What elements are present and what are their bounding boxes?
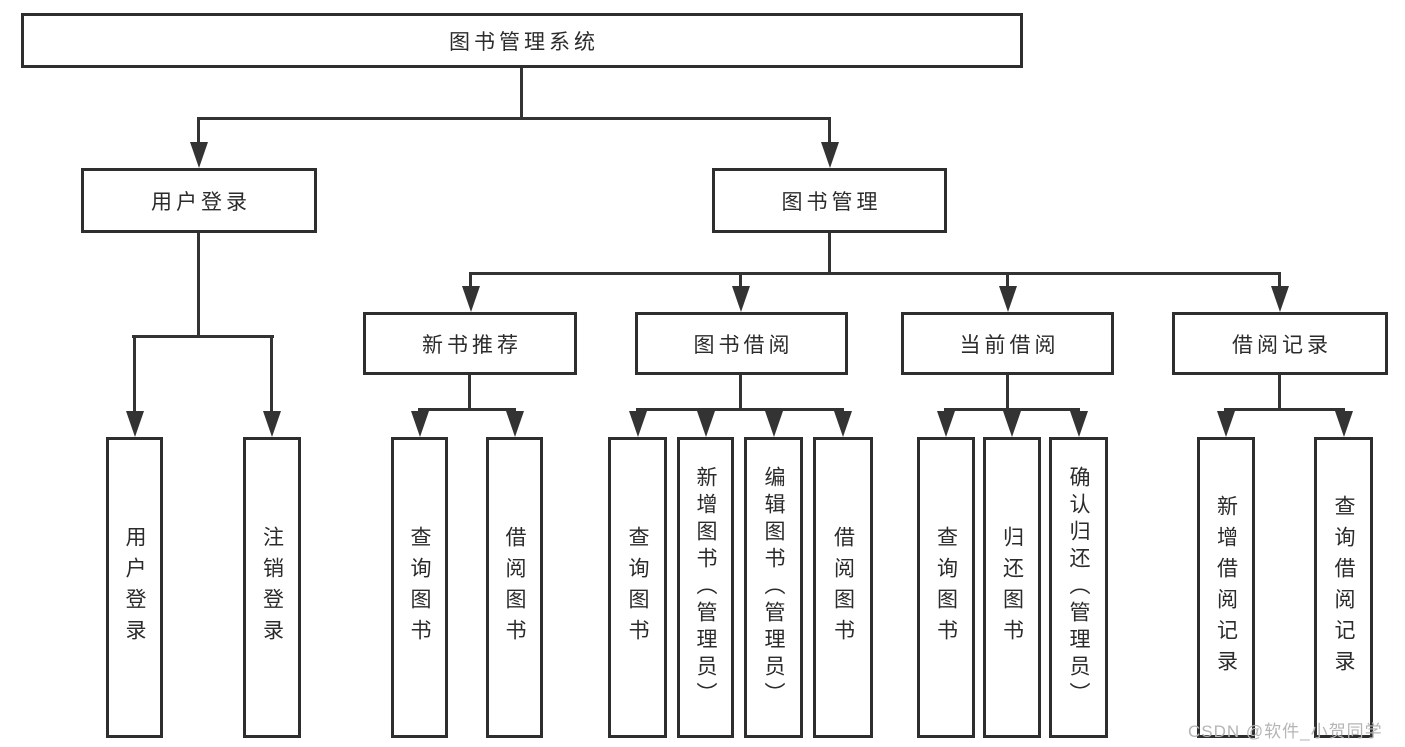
arrow-down-icon: [1217, 411, 1235, 437]
leaf-add-borrow-record: 新增借阅记录: [1197, 437, 1255, 738]
node-borrowing-records: 借阅记录: [1172, 312, 1388, 375]
leaf-query-borrow-record-label: 查询借阅记录: [1332, 494, 1355, 681]
connector-leaf-rail: [1224, 408, 1345, 411]
node-borrowing-records-label: 借阅记录: [1232, 333, 1332, 357]
connector-drop-leaf: [270, 335, 273, 413]
leaf-query-books-1: 查询图书: [391, 437, 448, 738]
node-book-management: 图书管理: [712, 168, 947, 233]
leaf-query-borrow-record: 查询借阅记录: [1314, 437, 1373, 738]
leaf-borrow-books-1: 借阅图书: [486, 437, 543, 738]
leaf-add-books-admin-label: 新增图书（管理员）: [694, 466, 717, 709]
arrow-down-icon: [462, 286, 480, 312]
node-user-login-label: 用户登录: [151, 190, 251, 214]
node-current-borrowing: 当前借阅: [901, 312, 1114, 375]
leaf-user-login: 用户登录: [106, 437, 163, 738]
arrow-down-icon: [937, 411, 955, 437]
arrow-down-icon: [1070, 411, 1088, 437]
leaf-confirm-return-admin-label: 确认归还（管理员）: [1067, 466, 1090, 709]
node-book-borrowing-label: 图书借阅: [693, 333, 794, 357]
leaf-query-books-2: 查询图书: [608, 437, 667, 738]
connector-leaf-rail: [636, 408, 844, 411]
leaf-borrow-books-2-label: 借阅图书: [831, 525, 855, 650]
leaf-edit-books-admin: 编辑图书（管理员）: [744, 437, 803, 738]
node-new-book-recommend-label: 新书推荐: [422, 333, 522, 357]
arrow-down-icon: [732, 286, 750, 312]
leaf-add-borrow-record-label: 新增借阅记录: [1214, 494, 1238, 681]
connector-stem: [1278, 375, 1281, 411]
connector-drop-level3: [1006, 272, 1009, 288]
leaf-confirm-return-admin: 确认归还（管理员）: [1049, 437, 1108, 738]
leaf-query-books-2-label: 查询图书: [626, 525, 649, 650]
leaf-query-books-3-label: 查询图书: [934, 525, 958, 650]
connector-drop-level3: [739, 272, 742, 288]
connector-stem: [468, 375, 471, 411]
node-new-book-recommend: 新书推荐: [363, 312, 577, 375]
arrow-down-icon: [1003, 411, 1021, 437]
arrow-down-icon: [411, 411, 429, 437]
node-book-borrowing: 图书借阅: [635, 312, 848, 375]
leaf-return-books-label: 归还图书: [1000, 525, 1024, 650]
arrow-down-icon: [821, 142, 839, 168]
leaf-logout-label: 注销登录: [260, 525, 284, 650]
arrow-down-icon: [834, 411, 852, 437]
arrow-down-icon: [1271, 286, 1289, 312]
leaf-user-login-label: 用户登录: [123, 525, 146, 650]
node-current-borrowing-label: 当前借阅: [959, 333, 1060, 357]
leaf-edit-books-admin-label: 编辑图书（管理员）: [762, 466, 785, 709]
arrow-down-icon: [506, 411, 524, 437]
connector-user-login-rail: [132, 335, 274, 338]
csdn-watermark: CSDN @软件_小贺同学: [1188, 722, 1383, 741]
connector-drop-level3: [1278, 272, 1281, 288]
connector-level2-rail: [197, 117, 831, 120]
arrow-down-icon: [629, 411, 647, 437]
node-root-label: 图书管理系统: [449, 30, 599, 54]
arrow-down-icon: [999, 286, 1017, 312]
leaf-return-books: 归还图书: [983, 437, 1041, 738]
arrow-down-icon: [1335, 411, 1353, 437]
arrow-down-icon: [765, 411, 783, 437]
leaf-add-books-admin: 新增图书（管理员）: [677, 437, 734, 738]
leaf-borrow-books-2: 借阅图书: [813, 437, 873, 738]
arrow-down-icon: [697, 411, 715, 437]
arrow-down-icon: [190, 142, 208, 168]
arrow-down-icon: [263, 411, 281, 437]
arrow-down-icon: [126, 411, 144, 437]
connector-book-management-stem: [828, 233, 831, 275]
node-book-management-label: 图书管理: [781, 190, 882, 214]
connector-stem: [739, 375, 742, 411]
connector-drop-leaf: [133, 335, 136, 413]
connector-user-login-stem: [197, 233, 200, 338]
connector-root-stem: [520, 68, 523, 120]
connector-stem: [1006, 375, 1009, 411]
leaf-borrow-books-1-label: 借阅图书: [503, 525, 526, 650]
node-root: 图书管理系统: [21, 13, 1023, 68]
node-user-login: 用户登录: [81, 168, 317, 233]
leaf-query-books-1-label: 查询图书: [408, 525, 431, 650]
connector-drop-book-management: [828, 117, 831, 144]
connector-drop-user-login: [197, 117, 200, 144]
connector-level3-rail: [469, 272, 1281, 275]
leaf-query-books-3: 查询图书: [917, 437, 975, 738]
leaf-logout: 注销登录: [243, 437, 301, 738]
connector-leaf-rail: [418, 408, 516, 411]
connector-drop-level3: [469, 272, 472, 288]
